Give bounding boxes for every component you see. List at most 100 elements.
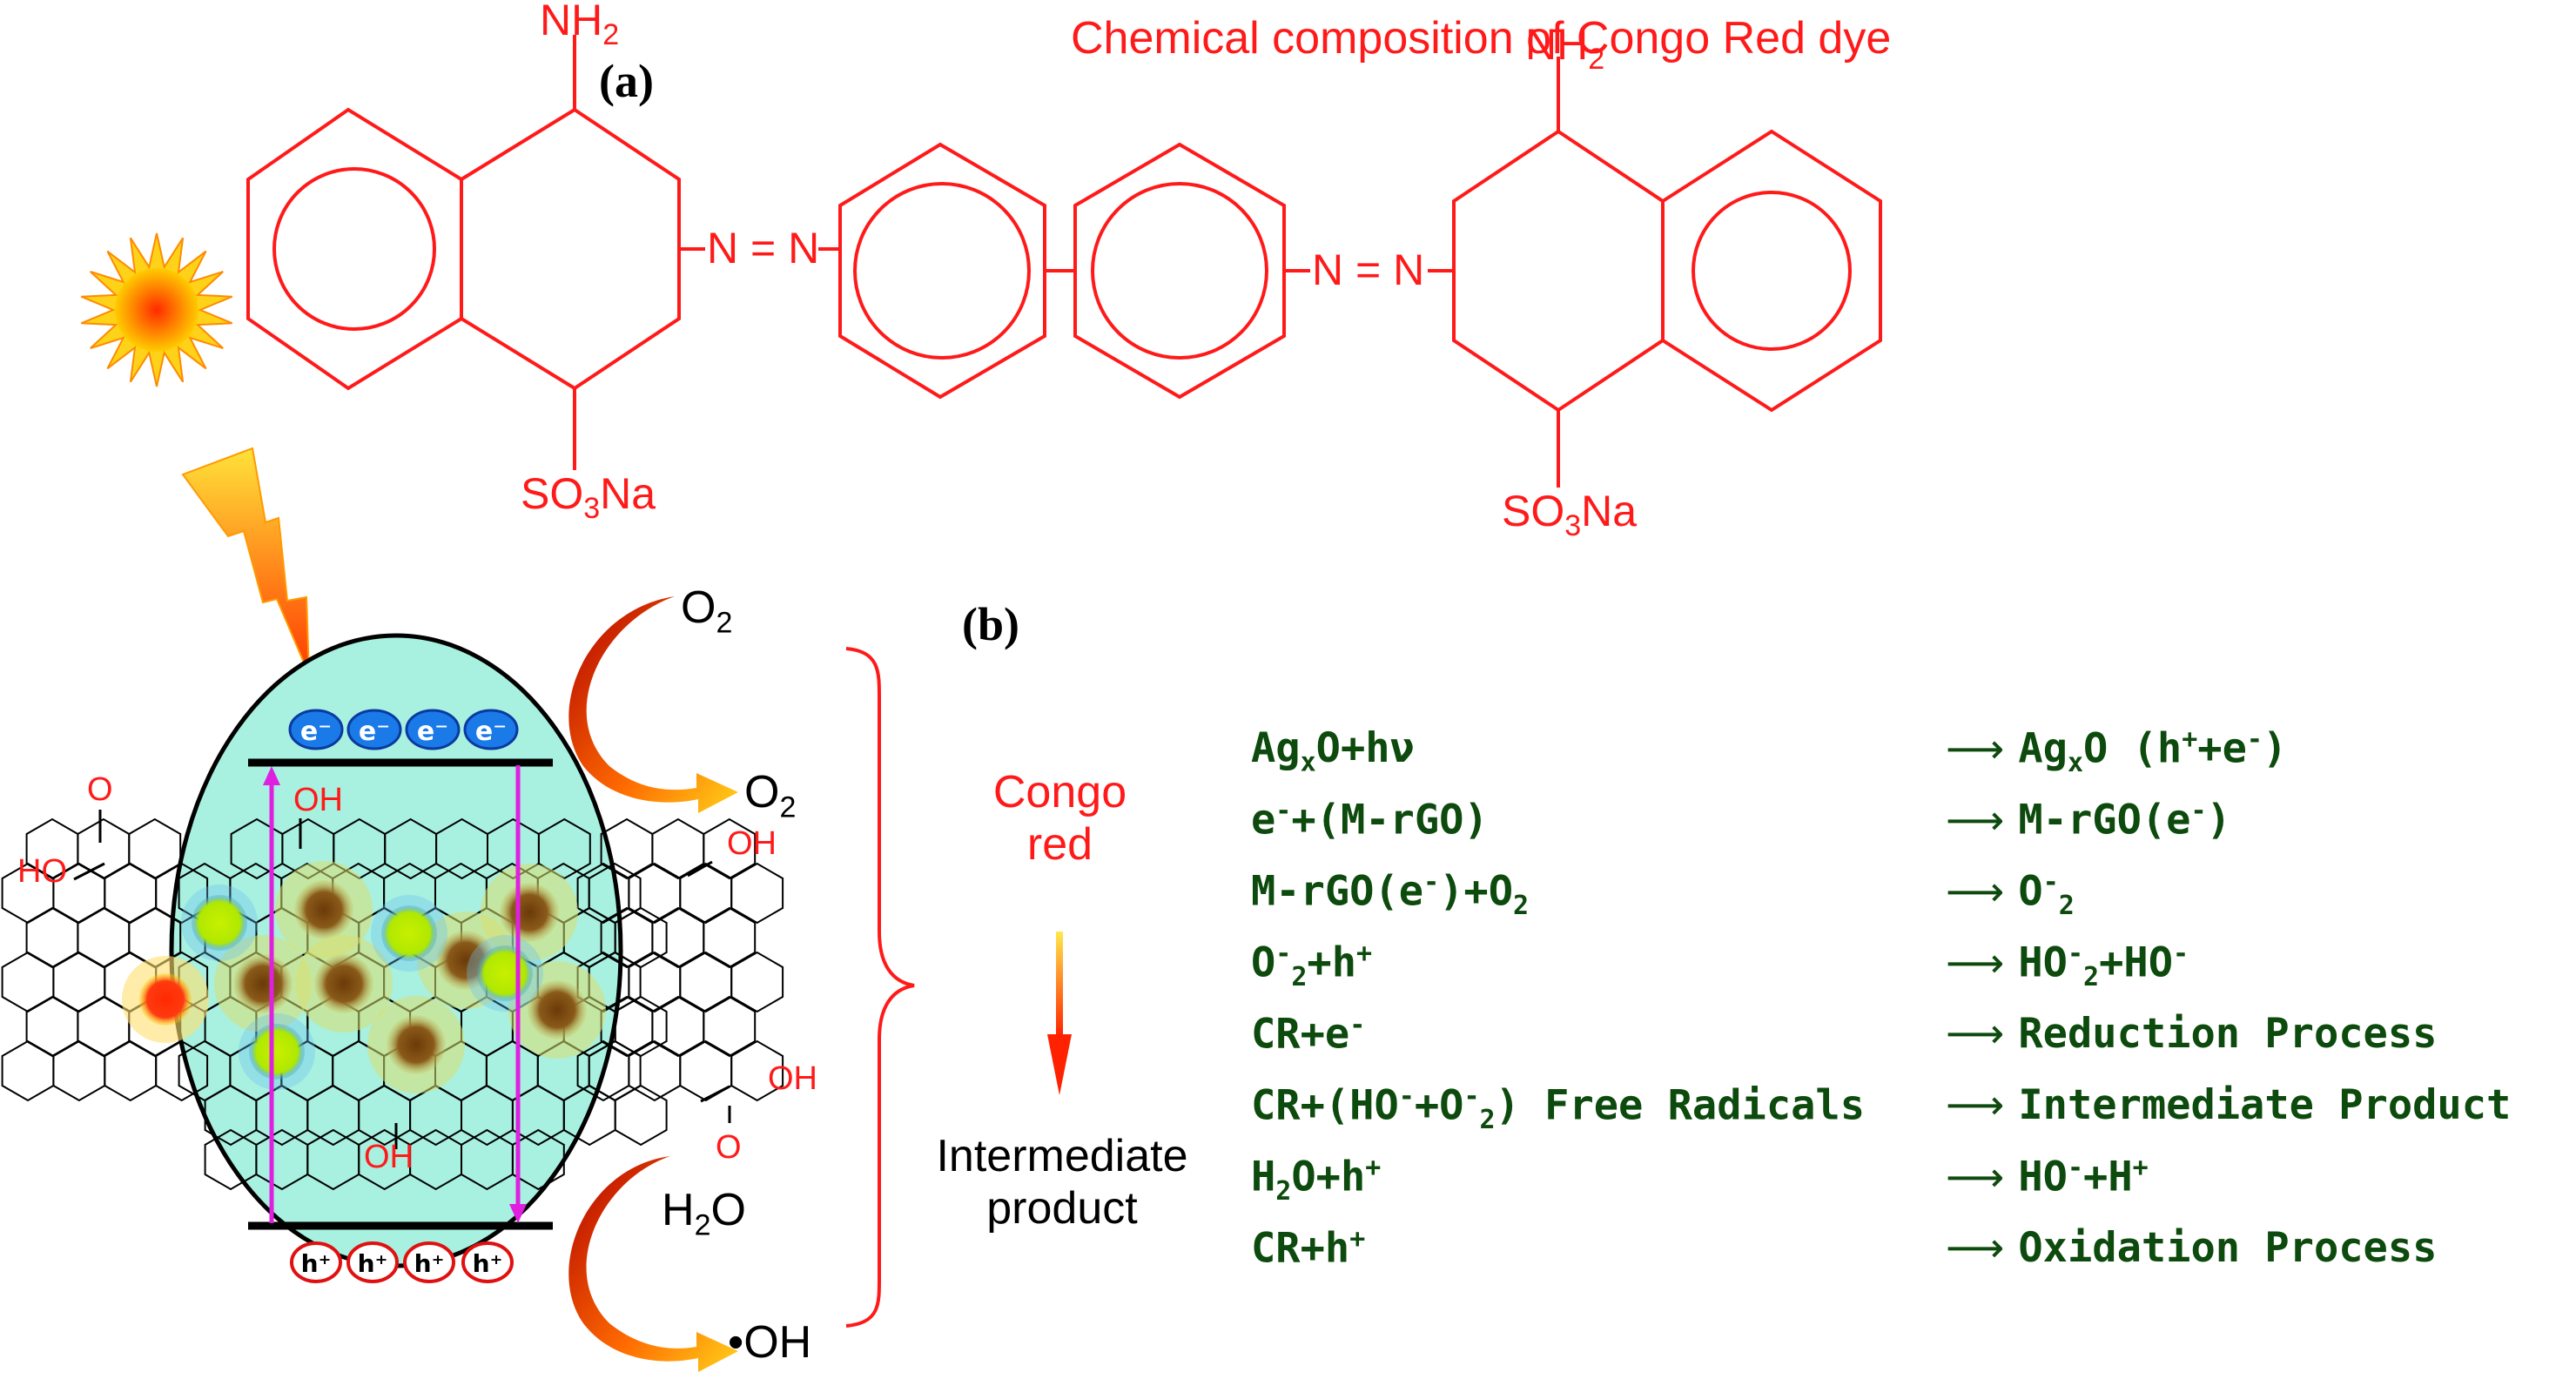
reaction-3-left: M-rGO(e-)+O2: [1251, 867, 1530, 922]
curved-arrow-icon: [568, 1156, 738, 1372]
hole-marker: [461, 1241, 514, 1283]
benzene-ring-1-aromatic: [853, 182, 1031, 360]
left-azo-label: N = N: [707, 224, 820, 272]
benzene-ring-2: [1073, 142, 1286, 400]
graphene-hexagon: [155, 1039, 209, 1102]
graphene-hexagon: [537, 817, 591, 880]
graphene-hexagon: [511, 1128, 565, 1191]
oh-right-label: OH: [727, 825, 777, 862]
cooh-left-o-label: O: [87, 771, 113, 808]
hole-label: h⁺: [301, 1249, 332, 1278]
o2-reactant: O2: [681, 582, 733, 640]
reaction-arrow: ⟶: [1946, 1224, 2005, 1272]
left-so3na-label: SO3Na: [521, 469, 656, 525]
metal-nanoparticle: [381, 905, 437, 961]
flow-arrow-shaft: [1056, 932, 1063, 1036]
functional-group-bond: [687, 860, 713, 878]
recombination-arrowhead: [509, 1204, 527, 1223]
panel-a-label: (a): [599, 55, 654, 107]
structure-title: Chemical composition of Congo Red dye: [1071, 13, 1892, 64]
silver-oxide-nanoparticle: [528, 980, 587, 1039]
right-so3na-label: SO3Na: [1502, 487, 1638, 542]
silver-oxide-nanoparticle: [294, 880, 353, 939]
cooh-right-o-label: O: [716, 1129, 742, 1166]
congo-red-label: Congo red: [958, 766, 1162, 871]
reaction-4-right: ⟶HO-2+HO-: [1946, 938, 2189, 993]
reaction-7-left: H2O+h+: [1251, 1153, 1382, 1207]
flow-arrowhead: [1047, 1034, 1072, 1095]
reaction-6-right: ⟶ Intermediate Product: [1946, 1081, 2511, 1129]
silver-oxide-nanoparticle: [500, 883, 559, 942]
reaction-arrow: ⟶: [1946, 1153, 2005, 1201]
reaction-2-right: ⟶M-rGO(e-): [1946, 796, 2231, 844]
hole-label: h⁺: [414, 1249, 445, 1278]
reaction-arrow: ⟶: [1946, 1081, 2005, 1129]
graphene-hexagon: [703, 817, 757, 880]
left-naphthalene-outer-aromatic: [272, 167, 436, 331]
photocatalyst-particle: [1, 633, 784, 1268]
electron-label: e⁻: [300, 716, 332, 747]
holes-group: h⁺ h⁺ h⁺ h⁺: [290, 1241, 514, 1283]
right-naphthalene-inner-ring: [1452, 129, 1665, 413]
graphene-hexagon: [155, 862, 209, 925]
electron-label: e⁻: [417, 716, 448, 747]
electron-marker: [463, 709, 519, 750]
cooh-left-ho-label: HO: [17, 853, 67, 890]
reaction-3-right: ⟶O-2: [1946, 867, 2075, 922]
reduction-process-text: Reduction Process: [2018, 1010, 2438, 1058]
right-nh2-label: NH2: [1525, 20, 1605, 76]
nanoparticles: [122, 861, 606, 1093]
intermediate-product-label: Intermediate product: [879, 1130, 1245, 1234]
oh-bottom-label: OH: [364, 1139, 414, 1175]
metal-nanoparticle: [477, 945, 533, 1001]
reaction-arrow: ⟶: [1946, 1010, 2005, 1058]
silver-oxide-nanoparticle: [314, 954, 373, 1013]
panel-b-label: (b): [962, 598, 1019, 650]
hole-label: h⁺: [358, 1249, 388, 1278]
graphene-hexagon: [703, 906, 757, 969]
reaction-8-left: CR+h+: [1251, 1224, 1366, 1273]
reaction-5-right: ⟶ Reduction Process: [1946, 1010, 2437, 1058]
reaction-arrow: ⟶: [1946, 938, 2005, 987]
hole-marker: [290, 1241, 342, 1283]
left-nh2-label: NH2: [540, 0, 620, 51]
reaction-8-right: ⟶ Oxidation Process: [1946, 1224, 2437, 1272]
reaction-4-left: O-2+h+: [1251, 938, 1373, 993]
oxidation-process-text: Oxidation Process: [2018, 1224, 2438, 1272]
reaction-7-right: ⟶HO-+H+: [1946, 1153, 2149, 1201]
o2-curved-arrow: [568, 596, 738, 813]
intermediate-product-text: Intermediate Product: [2018, 1081, 2512, 1129]
hole-marker: [346, 1241, 399, 1283]
electron-marker: [346, 709, 402, 750]
congo-red-line1: Congo: [992, 767, 1127, 817]
functional-group-bond: [700, 1085, 730, 1103]
left-naphthalene-outer-ring: [246, 107, 463, 391]
electron-marker: [405, 709, 461, 750]
intermediate-line2: product: [986, 1183, 1138, 1234]
electron-label: e⁻: [359, 716, 390, 747]
hole-label: h⁺: [473, 1249, 503, 1278]
excitation-arrowhead: [263, 766, 280, 785]
graphene-hexagon: [730, 951, 784, 1013]
metal-nanoparticle: [192, 895, 247, 951]
right-naphthalene-outer-aromatic: [1692, 191, 1852, 351]
sun-icon: [80, 232, 233, 387]
right-azo-label: N = N: [1312, 246, 1425, 294]
graphene-hexagon: [730, 1039, 784, 1102]
h2o-reactant: H2O: [662, 1185, 746, 1242]
intermediate-line1: Intermediate: [936, 1131, 1188, 1181]
electron-marker: [288, 709, 344, 750]
silver-oxide-nanoparticle: [387, 1015, 446, 1074]
reaction-2-left: e-+(M-rGO): [1251, 796, 1489, 844]
reaction-1-right: ⟶AgxO (h++e-): [1946, 724, 2288, 779]
metal-nanoparticle: [249, 1024, 305, 1080]
congo-red-line2: red: [1026, 819, 1093, 870]
right-naphthalene-outer-ring: [1661, 129, 1882, 413]
graphene-hexagon: [1, 1039, 55, 1102]
congo-red-structure: [246, 35, 1882, 488]
o2-product: O2: [744, 767, 797, 824]
h2o-curved-arrow: [568, 1156, 738, 1372]
hydroxyl-radical: •OH: [728, 1317, 812, 1368]
left-naphthalene-inner-ring: [460, 107, 681, 391]
